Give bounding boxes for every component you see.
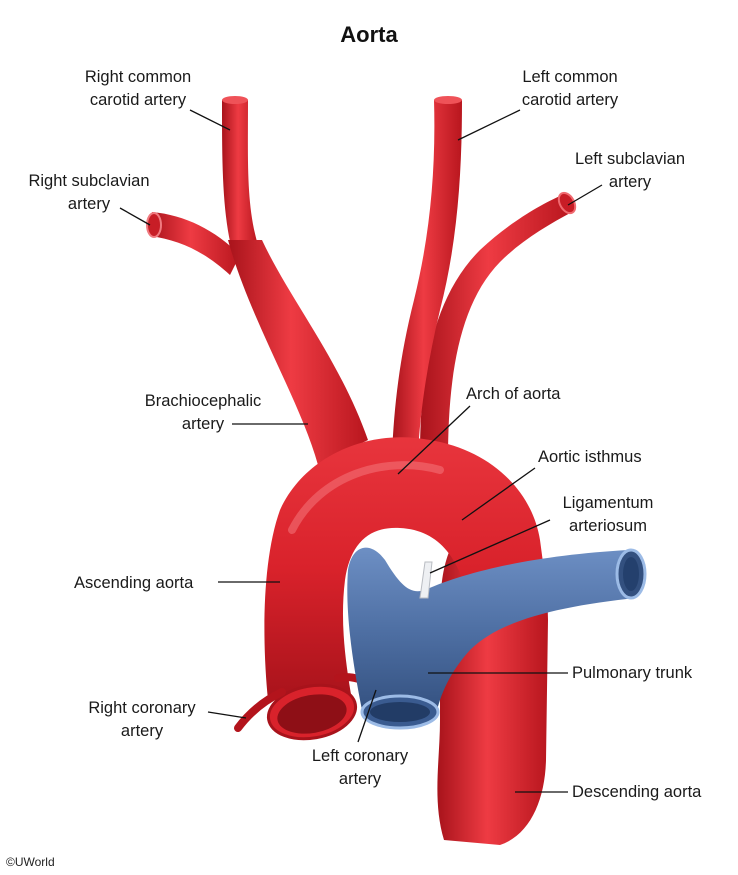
label-brachiocephalic-artery: Brachiocephalic artery [128,390,278,436]
label-line: artery [181,415,225,433]
label-line: artery [608,173,652,191]
label-aortic-isthmus: Aortic isthmus [538,448,642,466]
label-line: Brachiocephalic [144,392,262,410]
leader-lines [119,109,603,793]
label-line: Left coronary [311,747,409,765]
label-line: artery [120,722,164,740]
label-left-subclavian-artery: Left subclavian artery [560,148,700,194]
diagram-title: Aorta [340,22,398,47]
label-right-common-carotid-artery: Right common carotid artery [68,66,208,112]
label-line: carotid artery [89,91,187,109]
label-line: Right subclavian [28,172,150,190]
label-line: artery [338,770,382,788]
copyright-credit: ©UWorld [6,855,55,869]
label-line: Ligamentum [562,494,654,512]
label-line: Right common [84,68,192,86]
brachiocephalic-artery-shape [146,96,368,465]
ligamentum-arteriosum-shape [419,561,433,599]
pulmonary-trunk-shape [347,547,647,730]
label-left-coronary-artery: Left coronary artery [290,745,430,791]
label-ligamentum-arteriosum: Ligamentum arteriosum [538,492,678,538]
left-common-carotid-artery-shape [392,96,462,455]
label-line: carotid artery [521,91,619,109]
label-line: Right coronary [88,699,196,717]
label-line: arteriosum [569,517,647,535]
label-arch-of-aorta: Arch of aorta [466,385,561,403]
label-right-subclavian-artery: Right subclavian artery [14,170,164,216]
label-descending-aorta: Descending aorta [572,783,702,801]
label-right-coronary-artery: Right coronary artery [72,697,212,743]
label-left-common-carotid-artery: Left common carotid artery [500,66,640,112]
aortic-arch-shape [264,437,548,741]
label-ascending-aorta: Ascending aorta [74,574,194,592]
label-line: Left subclavian [574,150,686,168]
label-line: Left common [522,68,618,86]
label-line: artery [67,195,111,213]
label-pulmonary-trunk: Pulmonary trunk [572,664,693,682]
left-subclavian-artery-shape [420,191,577,460]
